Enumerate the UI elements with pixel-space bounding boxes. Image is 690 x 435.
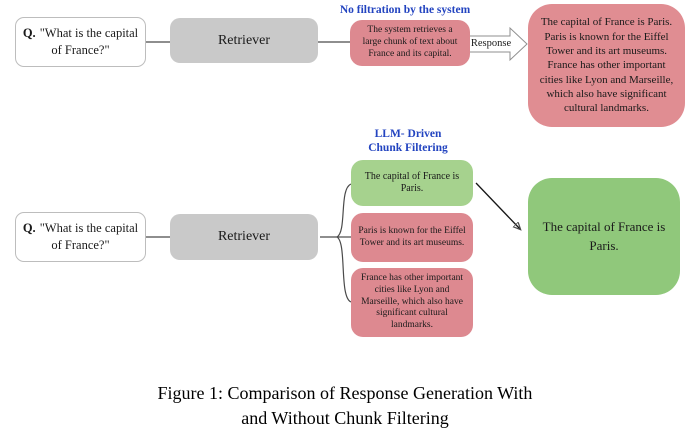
retrieved-chunk-text: The system retrieves a large chunk of te… [362,25,458,59]
llm-filtering-label-line1: LLM- Driven [374,128,442,140]
question-prefix: Q. [22,26,36,41]
question-text-top: Q."What is the capital of France?" [22,25,139,59]
kept-chunk-to-answer-arrow [475,182,520,229]
figure-caption-line2: and Without Chunk Filtering [241,407,449,428]
filtered-answer-box: The capital of France is Paris. [528,178,680,295]
figure-caption: Figure 1: Comparison of Response Generat… [0,381,690,431]
chunk-filtered-box-1: Paris is known for the Eiffel Tower and … [351,213,473,262]
llm-filtering-label-line2: Chunk Filtering [368,141,448,154]
question-body: "What is the capital of France?" [39,221,139,252]
unfiltered-answer-text: The capital of France is Paris. Paris is… [539,16,674,115]
filtered-answer-text: The capital of France is Paris. [542,219,666,253]
question-prefix: Q. [22,221,36,236]
figure-caption-line1: Figure 1: Comparison of Response Generat… [157,383,533,403]
chunk-kept-box: The capital of France is Paris. [351,160,473,206]
response-arrow-label: Response [466,37,516,51]
retriever-label-top: Retriever [217,32,271,48]
no-filtration-label: No filtration by the system [330,4,480,18]
retrieved-chunk-box: The system retrieves a large chunk of te… [350,20,470,66]
retriever-box-bottom: Retriever [170,214,318,260]
retriever-box-top: Retriever [170,18,318,63]
chunk-filtered-box-2: France has other important cities like L… [351,268,473,337]
connector-junction-chunk1 [336,183,352,238]
response-arrow-label-text: Response [470,38,512,49]
unfiltered-answer-box: The capital of France is Paris. Paris is… [528,4,685,127]
question-body: "What is the capital of France?" [39,26,139,57]
retriever-label-bottom: Retriever [217,229,271,244]
chunk-kept-text: The capital of France is Paris. [364,170,460,195]
chunk-filtered-text-2: France has other important cities like L… [360,272,464,331]
question-box-bottom: Q."What is the capital of France?" [15,212,146,262]
connector-junction-chunk3 [336,236,352,303]
chunk-filtered-text-1: Paris is known for the Eiffel Tower and … [358,225,466,248]
llm-chunk-filtering-label: LLM- Driven Chunk Filtering [338,128,478,156]
no-filtration-label-text: No filtration by the system [339,4,471,16]
question-text-bottom: Q."What is the capital of France?" [22,220,139,254]
question-box-top: Q."What is the capital of France?" [15,17,146,67]
